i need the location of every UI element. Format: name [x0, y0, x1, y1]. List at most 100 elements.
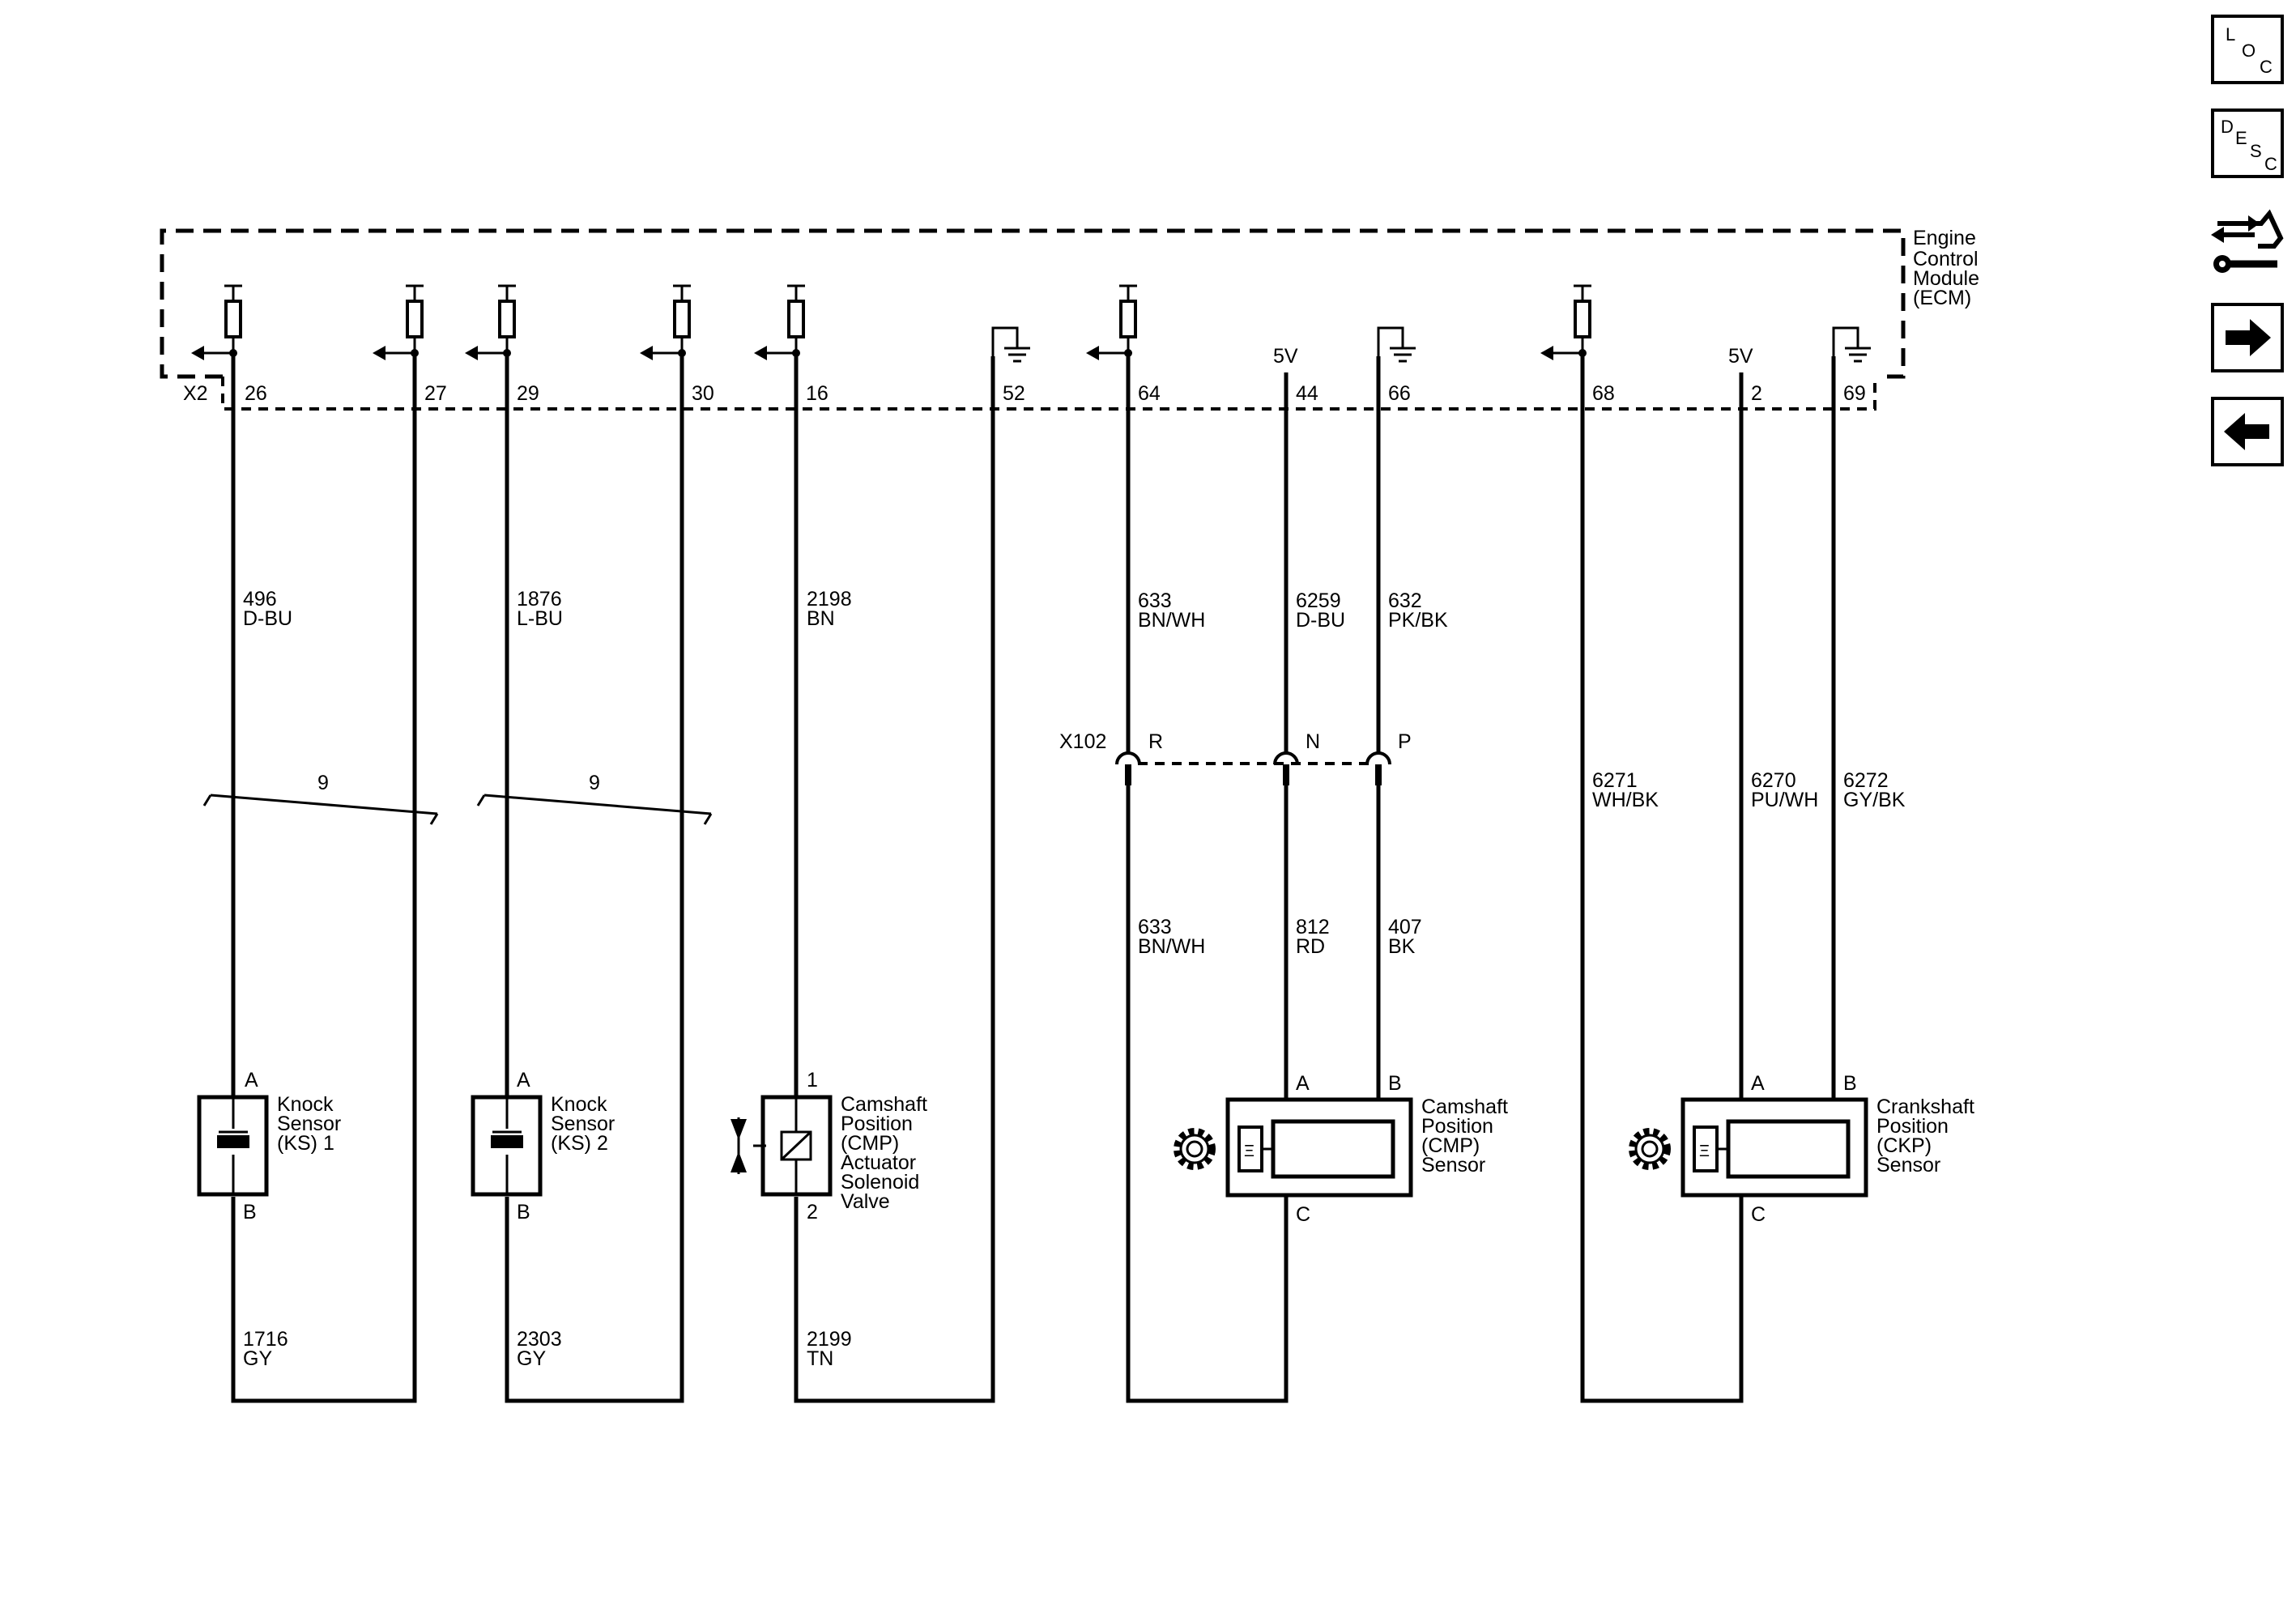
pullup-resistor-icon: [1086, 284, 1137, 360]
component-label: (KS) 2: [551, 1132, 608, 1155]
arrow-right-icon: [2226, 319, 2271, 356]
x102-label: X102: [1059, 730, 1106, 753]
wire-color: TN: [807, 1347, 833, 1370]
x102-pin-n: N: [1306, 730, 1320, 753]
pin-label: 26: [245, 382, 267, 405]
ecm-label-line-3: Module: [1913, 267, 1979, 290]
component-label: Position: [1421, 1115, 1493, 1138]
pin-label: A: [1751, 1072, 1765, 1095]
component-label: (CMP): [841, 1132, 899, 1155]
wire-color: RD: [1296, 935, 1325, 958]
pin-label: C: [1296, 1203, 1310, 1226]
pullup-resistor-icon: [373, 284, 424, 360]
pin-label: B: [517, 1201, 530, 1223]
wire-color: L-BU: [517, 607, 563, 630]
pin-label: 44: [1296, 382, 1318, 405]
previous-page-button[interactable]: [2211, 397, 2284, 466]
wire-circuit: 2198: [807, 588, 852, 611]
wire-circuit: 2199: [807, 1328, 852, 1351]
pin-label: 64: [1138, 382, 1161, 405]
desc-button[interactable]: D E S C: [2211, 109, 2284, 178]
knock-sensor-2: A B Knock Sensor (KS) 2: [471, 1069, 615, 1223]
loc-letter-l: L: [2226, 24, 2236, 45]
wire-circuit: 6270: [1751, 769, 1796, 792]
ground-icon: [1832, 326, 1871, 363]
pin-label: 16: [806, 382, 829, 405]
wire-color: GY: [517, 1347, 546, 1370]
ecm-pin-labels: 26 27 29 30 16 52 64 44 66 68 2 69 5V 5V: [245, 345, 1866, 405]
x102-inline-connector: X102 R N P: [1059, 730, 1412, 785]
loc-button[interactable]: L O C: [2211, 15, 2284, 84]
ref-5v-label: 5V: [1728, 345, 1753, 368]
component-label: Solenoid: [841, 1171, 919, 1194]
sensor-element-icon: Ξ: [1244, 1143, 1254, 1160]
desc-letter-d: D: [2221, 117, 2234, 137]
wire-circuit: 407: [1388, 916, 1422, 938]
component-label: Sensor: [277, 1113, 341, 1135]
wire-circuit: 6272: [1843, 769, 1889, 792]
pin-label: A: [245, 1069, 258, 1091]
wire-color: BK: [1388, 935, 1416, 958]
pin-label: 27: [424, 382, 447, 405]
desc-letter-c: C: [2264, 154, 2277, 174]
pin-label: A: [517, 1069, 530, 1091]
wire-circuit: 6271: [1592, 769, 1638, 792]
ground-icon: [1377, 326, 1416, 363]
pin-label: B: [1843, 1072, 1857, 1095]
wire-color: BN: [807, 607, 835, 630]
ground-icon: [991, 326, 1030, 363]
component-label: Knock: [551, 1093, 607, 1116]
next-page-button[interactable]: [2211, 303, 2284, 372]
pullup-resistor-icon: [754, 284, 805, 360]
ecm-grounds: [991, 326, 1871, 363]
loc-letter-o: O: [2242, 40, 2256, 61]
wire-circuit: 1876: [517, 588, 562, 611]
component-label: Camshaft: [841, 1093, 927, 1116]
wire-color: PK/BK: [1388, 609, 1448, 632]
wires: [231, 353, 1836, 1403]
wire-circuit: 633: [1138, 916, 1172, 938]
component-label: (KS) 1: [277, 1132, 334, 1155]
wire-circuit: 6259: [1296, 589, 1341, 612]
pullup-resistor-icon: [191, 284, 242, 360]
connector-tool-icon: [2211, 209, 2284, 273]
sensor-element-icon: Ξ: [1699, 1143, 1710, 1160]
wire-color: BN/WH: [1138, 935, 1205, 958]
component-label: Actuator: [841, 1151, 916, 1174]
gear-icon: [1629, 1128, 1671, 1170]
knock-sensor-1: A B Knock Sensor (KS) 1: [197, 1069, 341, 1223]
pin-label: 69: [1843, 382, 1866, 405]
pin-label: 29: [517, 382, 539, 405]
twisted-pair-markers: 9 9: [202, 772, 713, 825]
component-label: Sensor: [1876, 1154, 1940, 1177]
loc-letter-c: C: [2260, 57, 2273, 77]
pin-label: C: [1751, 1203, 1766, 1226]
ecm-label-line-4: (ECM): [1913, 287, 1971, 309]
wire-color: GY: [243, 1347, 272, 1370]
ecm-connector-label: X2: [183, 382, 208, 405]
ckp-sensor: Ξ A B C Crankshaft Position (CKP) Sensor: [1629, 1072, 1974, 1226]
cmp-actuator-solenoid-valve: 1 2 Camshaft Position (CMP) Actuator Sol…: [731, 1069, 927, 1223]
pin-label: B: [1388, 1072, 1402, 1095]
cmp-sensor: Ξ A B C Camshaft Position (CMP) Sensor: [1174, 1072, 1508, 1226]
x102-pin-p: P: [1398, 730, 1412, 753]
wire-circuit: 2303: [517, 1328, 562, 1351]
ecm-label-line-2: Control: [1913, 248, 1979, 270]
component-label: (CKP): [1876, 1134, 1932, 1157]
gear-icon: [1174, 1128, 1216, 1170]
pin-label: 68: [1592, 382, 1615, 405]
wire-circuit: 1716: [243, 1328, 288, 1351]
component-label: Sensor: [551, 1113, 615, 1135]
pin-label: 52: [1003, 382, 1025, 405]
twist-count-label: 9: [317, 772, 329, 794]
x102-pin-r: R: [1148, 730, 1163, 753]
ecm-internal-circuits: [191, 284, 1591, 360]
component-label: Position: [1876, 1115, 1949, 1138]
wire-labels: 496 D-BU 1876 L-BU 2198 BN 633 BN/WH 625…: [243, 588, 1906, 1370]
connector-tool-button[interactable]: [2209, 199, 2287, 280]
ecm-module: Engine Control Module (ECM) X2: [160, 227, 1979, 411]
wire-circuit: 812: [1296, 916, 1330, 938]
pin-label: 1: [807, 1069, 818, 1091]
wire-color: D-BU: [1296, 609, 1345, 632]
